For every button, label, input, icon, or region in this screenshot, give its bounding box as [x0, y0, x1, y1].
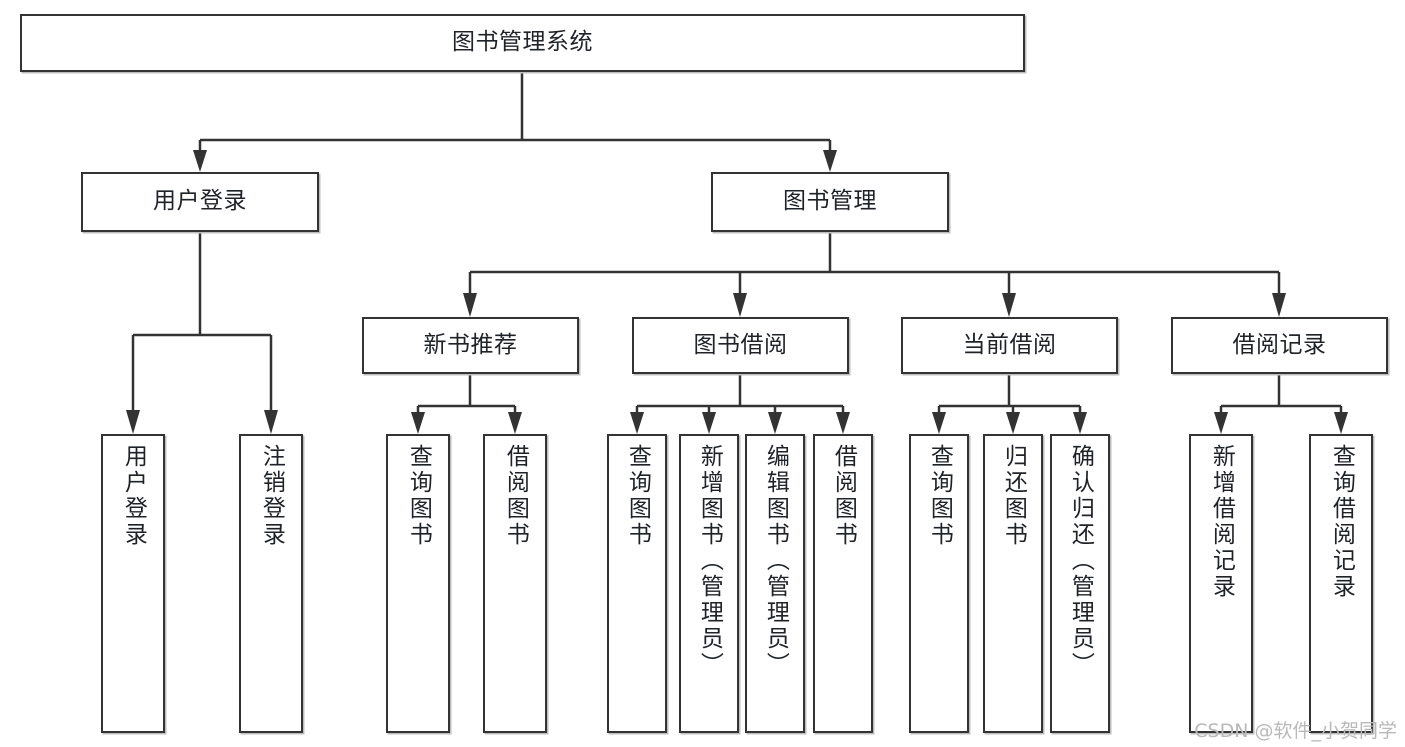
arrowhead-current-borrow [1002, 293, 1016, 317]
leaf-query-book-borrow[interactable]: 查询图书 [607, 434, 667, 733]
node-label: 查询图书 [624, 444, 651, 548]
arrowhead-leaf-user-login [126, 410, 140, 434]
leaf-query-borrow-record[interactable]: 查询借阅记录 [1309, 434, 1373, 733]
node-label: 归还图书 [1000, 444, 1027, 548]
arrowhead-bookborrow-leaf-1 [630, 412, 644, 434]
node-current-borrow[interactable]: 当前借阅 [901, 317, 1118, 374]
node-borrow-record[interactable]: 借阅记录 [1171, 317, 1388, 374]
node-root-system[interactable]: 图书管理系统 [20, 14, 1025, 72]
leaf-user-login[interactable]: 用户登录 [101, 434, 165, 733]
leaf-confirm-return-admin[interactable]: 确认归还（管理员） [1050, 434, 1110, 733]
node-label: 借阅图书 [830, 444, 857, 548]
leaf-edit-book-admin[interactable]: 编辑图书（管理员） [745, 434, 805, 733]
arrowhead-user-login [193, 150, 207, 172]
node-label: 用户登录 [120, 444, 147, 548]
leaf-query-book-newbook[interactable]: 查询图书 [386, 434, 450, 733]
node-label: 图书管理 [783, 188, 877, 215]
leaf-return-book[interactable]: 归还图书 [983, 434, 1043, 733]
leaf-query-book-current[interactable]: 查询图书 [909, 434, 969, 733]
leaf-logout[interactable]: 注销登录 [239, 434, 303, 733]
node-label: 当前借阅 [962, 331, 1057, 358]
arrowhead-currentborrow-leaf-1 [932, 412, 946, 434]
node-label: 编辑图书（管理员） [762, 444, 789, 678]
node-label: 查询借阅记录 [1328, 444, 1355, 600]
node-label: 查询图书 [926, 444, 953, 548]
arrowhead-borrowrecord-leaf-2 [1334, 412, 1348, 434]
node-label: 确认归还（管理员） [1067, 444, 1094, 678]
node-label: 新增图书（管理员） [696, 444, 723, 678]
leaf-borrow-book[interactable]: 借阅图书 [813, 434, 873, 733]
node-new-book-recommend[interactable]: 新书推荐 [362, 317, 579, 374]
arrowhead-new-book-rec [463, 293, 477, 317]
node-label: 用户登录 [153, 188, 247, 215]
node-label: 新书推荐 [423, 331, 518, 358]
arrowhead-borrow-record [1272, 293, 1286, 317]
node-label: 新增借阅记录 [1208, 444, 1235, 600]
arrowhead-book-manage [823, 150, 837, 172]
csdn-watermark: CSDN @软件_小贺同学 [1194, 720, 1397, 742]
leaf-add-book-admin[interactable]: 新增图书（管理员） [679, 434, 739, 733]
leaf-add-borrow-record[interactable]: 新增借阅记录 [1189, 434, 1253, 733]
arrowhead-bookborrow-leaf-3 [768, 412, 782, 434]
node-label: 注销登录 [258, 444, 285, 548]
node-user-login[interactable]: 用户登录 [81, 172, 319, 232]
arrowhead-borrowrecord-leaf-1 [1214, 412, 1228, 434]
node-label: 借阅图书 [502, 444, 529, 548]
arrowhead-bookborrow-leaf-2 [702, 412, 716, 434]
arrowhead-newbook-leaf-2 [508, 412, 522, 434]
arrowhead-leaf-logout [264, 410, 278, 434]
leaf-borrow-book-newbook[interactable]: 借阅图书 [483, 434, 547, 733]
arrowhead-book-borrow [733, 293, 747, 317]
arrowhead-currentborrow-leaf-3 [1073, 412, 1087, 434]
node-label: 借阅记录 [1232, 331, 1327, 358]
arrowhead-currentborrow-leaf-2 [1006, 412, 1020, 434]
node-book-borrow[interactable]: 图书借阅 [632, 317, 849, 374]
node-book-management[interactable]: 图书管理 [711, 172, 949, 232]
node-label: 查询图书 [405, 444, 432, 548]
node-label: 图书借阅 [693, 331, 788, 358]
node-label: 图书管理系统 [452, 29, 593, 56]
arrowhead-bookborrow-leaf-4 [836, 412, 850, 434]
arrowhead-newbook-leaf-1 [411, 412, 425, 434]
